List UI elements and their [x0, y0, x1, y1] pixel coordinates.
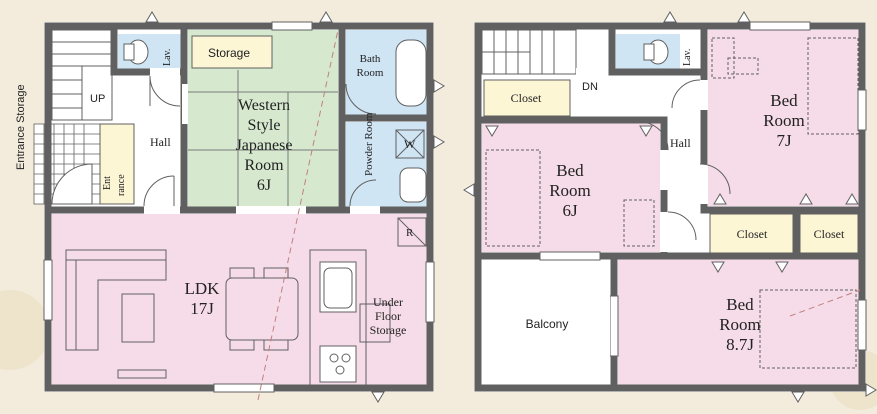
- floor2-fixtures: [643, 39, 669, 65]
- svg-text:6J: 6J: [562, 201, 578, 220]
- sink-icon: [399, 167, 427, 203]
- entrance-door: [51, 163, 93, 205]
- svg-text:7J: 7J: [776, 131, 792, 150]
- second-floor-plan: [463, 11, 877, 403]
- bed-room-87-label: Bed Room 8.7J: [719, 295, 761, 354]
- under-floor-storage-label: Under Floor Storage: [370, 295, 407, 337]
- svg-text:6J: 6J: [257, 177, 271, 194]
- closet-left-area: [483, 79, 571, 117]
- floor1-doors: [143, 75, 377, 207]
- svg-text:Style: Style: [248, 117, 281, 134]
- svg-text:Room: Room: [763, 111, 805, 130]
- entrance-label: Ent rance: [102, 174, 127, 196]
- direction-line: [257, 29, 339, 401]
- floor1-fixtures: [123, 39, 427, 247]
- floor1-openings: [144, 68, 380, 214]
- svg-text:rance: rance: [116, 174, 127, 196]
- first-floor-plan: [33, 11, 445, 403]
- svg-text:Floor: Floor: [375, 309, 401, 323]
- svg-text:8.7J: 8.7J: [726, 335, 754, 354]
- floor1-vents: [145, 11, 445, 403]
- bed-room-7-label: Bed Room 7J: [763, 91, 805, 150]
- lav-label: Lav.: [162, 49, 173, 66]
- ldk-furniture: [65, 249, 391, 387]
- bathtub-icon: [395, 39, 427, 107]
- stairs-down: [481, 29, 577, 75]
- entrance-storage-cabinet: [99, 123, 135, 205]
- bed-room-87-area: [618, 256, 862, 388]
- stairs-up-label: UP: [90, 93, 105, 105]
- floor1-windows: [43, 21, 435, 393]
- r-mark: R: [406, 227, 414, 239]
- floor2-hall-label: Hall: [670, 136, 691, 150]
- svg-text:Storage: Storage: [370, 323, 407, 337]
- svg-text:LDK: LDK: [185, 279, 221, 298]
- floor2-doors: [639, 79, 731, 241]
- stairs-down-label: DN: [582, 81, 598, 93]
- floor2-lav-label: Lav.: [682, 49, 693, 66]
- floor2-vents: [463, 11, 877, 403]
- western-room-label: Western Style Japanese Room 6J: [236, 97, 293, 194]
- hall-label: Hall: [150, 135, 171, 149]
- svg-text:Room: Room: [719, 315, 761, 334]
- bed-room-7-area: [708, 30, 862, 206]
- svg-text:Bath: Bath: [360, 53, 381, 65]
- bedroom-furniture: [485, 37, 859, 369]
- bed-room-6-area: [482, 122, 660, 252]
- svg-text:Bed: Bed: [726, 295, 754, 314]
- svg-text:Under: Under: [373, 295, 403, 309]
- tatami-lines: [188, 70, 338, 208]
- svg-text:Room: Room: [357, 67, 384, 79]
- svg-text:Bed: Bed: [770, 91, 798, 110]
- closet-mid-area: [709, 213, 795, 255]
- balcony-area: [484, 262, 610, 382]
- svg-text:Japanese: Japanese: [236, 137, 293, 154]
- closet-right-label: Closet: [814, 227, 845, 241]
- closet-left-label: Closet: [511, 91, 542, 105]
- powder-room-label: Powder Room: [363, 112, 375, 176]
- bath-room-label: Bath Room: [357, 53, 384, 79]
- storage-label: Storage: [208, 46, 250, 60]
- svg-text:Western: Western: [238, 97, 290, 114]
- svg-text:Bed: Bed: [556, 161, 584, 180]
- storage-area: [191, 35, 273, 69]
- floor2-windows: [539, 21, 867, 357]
- floor2-openings: [576, 68, 708, 252]
- balcony-label: Balcony: [526, 317, 569, 331]
- bed-room-6-label: Bed Room 6J: [549, 161, 591, 220]
- ldk-label: LDK 17J: [185, 279, 221, 318]
- svg-text:Room: Room: [244, 157, 284, 174]
- direction-line-2: [789, 289, 861, 317]
- floor2-walls: [474, 22, 866, 392]
- closet-right-area: [799, 213, 859, 255]
- svg-text:Room: Room: [549, 181, 591, 200]
- entrance-storage-label: Entrance Storage: [15, 84, 27, 170]
- svg-text:Ent: Ent: [102, 176, 113, 190]
- background-decoration: [0, 290, 50, 370]
- w-mark: W: [404, 137, 416, 151]
- stairs-up: [51, 29, 113, 121]
- svg-text:17J: 17J: [190, 299, 214, 318]
- ldk-area: [52, 214, 430, 388]
- closet-mid-label: Closet: [737, 227, 768, 241]
